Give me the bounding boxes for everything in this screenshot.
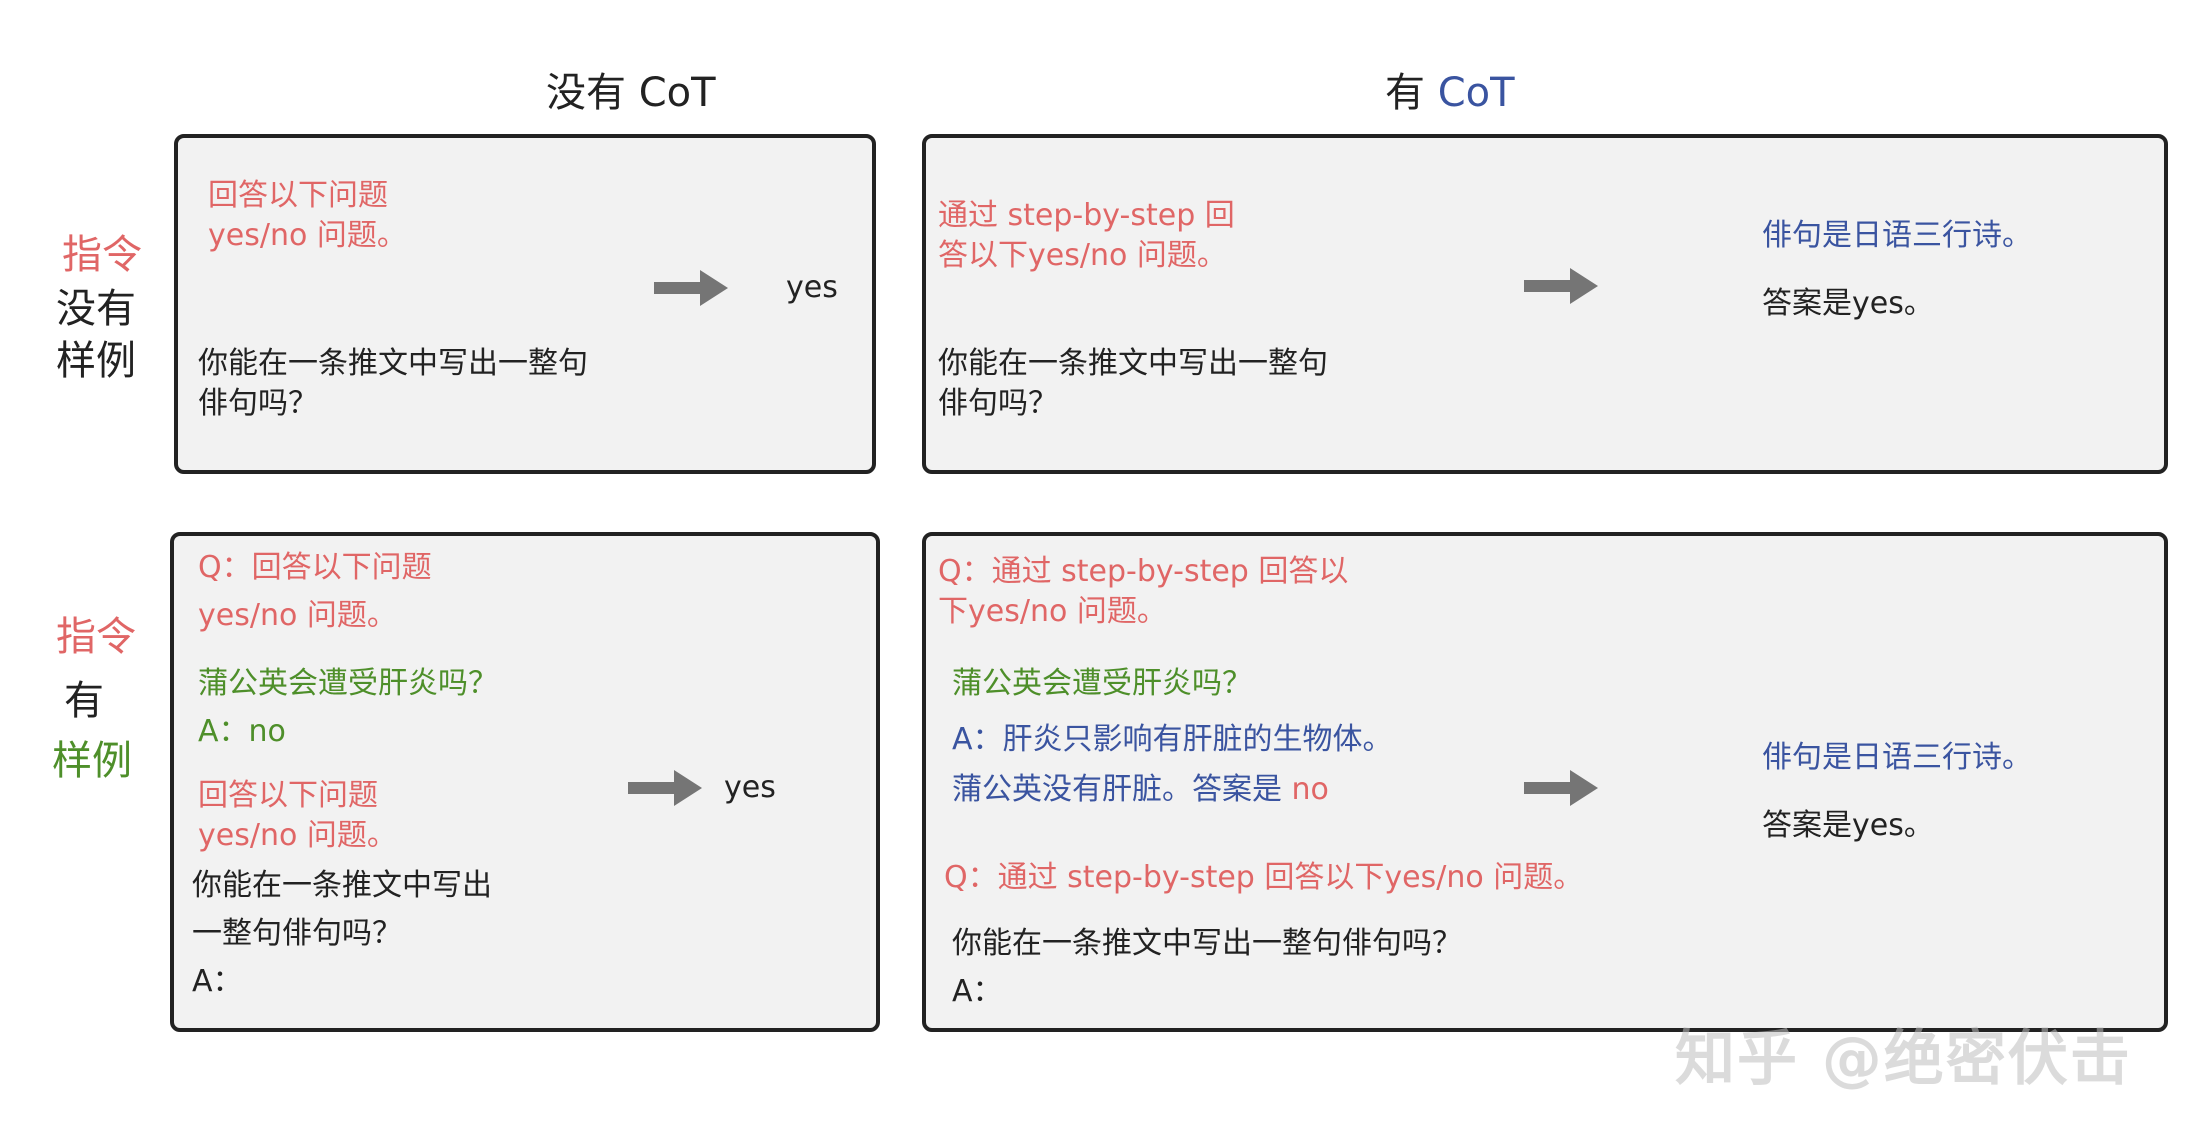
instruction2-line1: 回答以下问题 xyxy=(198,778,378,813)
arrow-right-icon xyxy=(628,770,702,806)
answer-output: 答案是yes。 xyxy=(1762,808,1934,843)
example-answer: no xyxy=(1291,772,1329,807)
instruction-line2: yes/no 问题。 xyxy=(208,218,407,253)
row-label-few-shot-line3: 样例 xyxy=(52,738,132,784)
arrow-right-icon xyxy=(1524,268,1598,304)
panel-few-shot-no-cot xyxy=(170,532,880,1032)
answer-prompt: A： xyxy=(952,974,1003,1009)
instruction-line1: Q：通过 step-by-step 回答以 xyxy=(938,554,1349,589)
example-reasoning-line2: 蒲公英没有肝脏。答案是 no xyxy=(952,770,1329,810)
question-line2: 俳句吗？ xyxy=(198,386,318,421)
instruction-line1: 通过 step-by-step 回 xyxy=(938,198,1235,233)
question-line1: 你能在一条推文中写出一整句 xyxy=(938,346,1328,381)
instruction-line1: Q：回答以下问题 xyxy=(198,550,432,585)
instruction2-line2: yes/no 问题。 xyxy=(198,818,397,853)
example-question: 蒲公英会遭受肝炎吗？ xyxy=(952,666,1252,701)
column-title-cot-prefix: 有 xyxy=(1385,70,1438,116)
instruction-line1: 回答以下问题 xyxy=(208,178,388,213)
question-line1: 你能在一条推文中写出 xyxy=(192,868,492,903)
reasoning-output: 俳句是日语三行诗。 xyxy=(1762,218,2032,253)
row-label-zero-shot-line1: 指令 xyxy=(62,232,142,278)
reasoning-output: 俳句是日语三行诗。 xyxy=(1762,740,2032,775)
example-question: 蒲公英会遭受肝炎吗？ xyxy=(198,666,498,701)
output-text: yes xyxy=(786,270,838,305)
example-answer: A：no xyxy=(198,714,286,749)
row-label-zero-shot-line3: 样例 xyxy=(56,338,136,384)
example-reasoning-text: 蒲公英没有肝脏。答案是 xyxy=(952,772,1292,807)
arrow-right-icon xyxy=(1524,770,1598,806)
output-text: yes xyxy=(724,770,776,805)
column-title-cot-keyword: CoT xyxy=(1437,70,1515,116)
column-title-no-cot: 没有 CoT xyxy=(546,70,716,116)
instruction2: Q：通过 step-by-step 回答以下yes/no 问题。 xyxy=(944,860,1584,895)
watermark: 知乎 @绝密伏击 xyxy=(1675,1024,2132,1094)
panel-zero-shot-no-cot xyxy=(174,134,876,474)
row-label-few-shot-line1: 指令 xyxy=(56,614,136,660)
answer-output: 答案是yes。 xyxy=(1762,286,1934,321)
panel-zero-shot-cot xyxy=(922,134,2168,474)
instruction-line2: 答以下yes/no 问题。 xyxy=(938,238,1227,273)
arrow-right-icon xyxy=(654,270,728,306)
column-title-cot: 有 CoT xyxy=(1385,60,1515,118)
question-line2: 俳句吗？ xyxy=(938,386,1058,421)
question-line1: 你能在一条推文中写出一整句 xyxy=(198,346,588,381)
row-label-zero-shot-line2: 没有 xyxy=(56,286,136,332)
row-label-few-shot-line2: 有 xyxy=(64,678,104,724)
answer-prompt: A： xyxy=(192,964,243,999)
example-reasoning-line1: A：肝炎只影响有肝脏的生物体。 xyxy=(952,722,1393,757)
instruction-line2: 下yes/no 问题。 xyxy=(938,594,1167,629)
question-line2: 一整句俳句吗？ xyxy=(192,916,402,951)
question: 你能在一条推文中写出一整句俳句吗？ xyxy=(952,926,1462,961)
instruction-line2: yes/no 问题。 xyxy=(198,598,397,633)
